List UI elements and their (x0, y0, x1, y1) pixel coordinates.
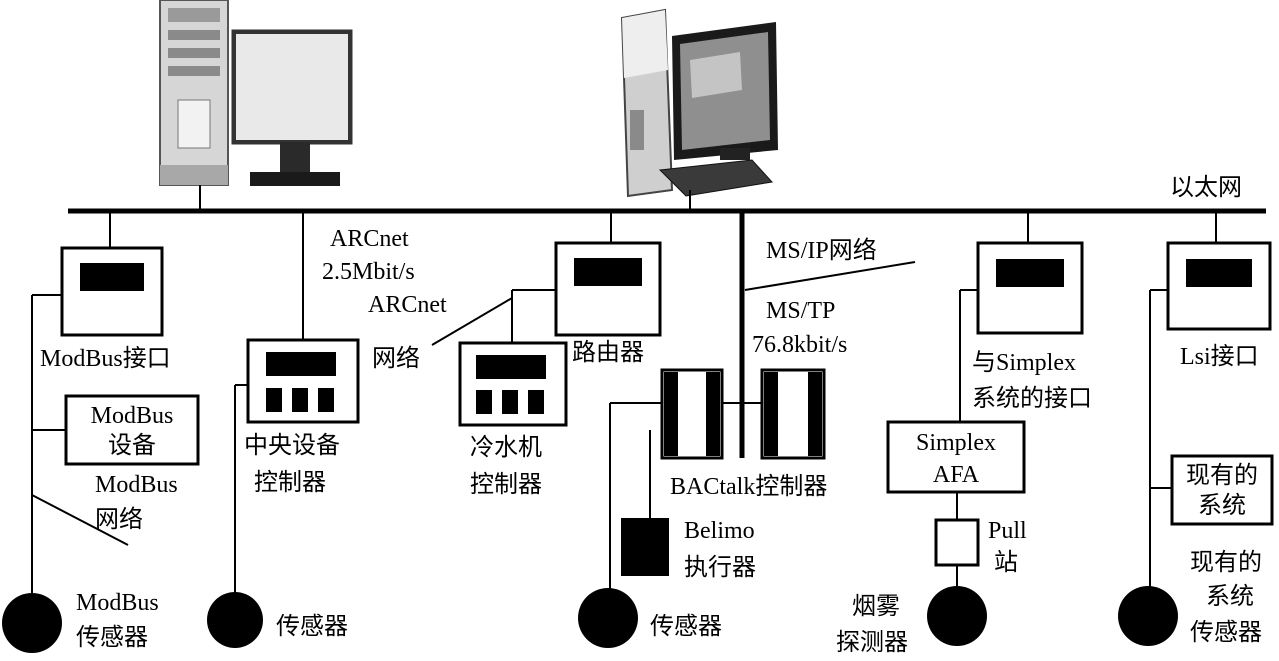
central-branch-lines (234, 211, 304, 592)
existing-system-label-1: 现有的 (1186, 462, 1258, 489)
sensor-icon (2, 593, 62, 653)
simplex-branch-lines (956, 211, 1029, 590)
existing-sensor-label-3: 传感器 (1190, 619, 1262, 646)
sensor-icon (578, 588, 638, 648)
workstation-computer-icon (620, 8, 778, 198)
modbus-branch-lines (31, 211, 129, 598)
simplex-afa-box (886, 420, 1026, 494)
modbus-network-label-2: 网络 (95, 506, 143, 533)
modbus-device-label-2: 设备 (108, 432, 156, 459)
belimo-label: Belimo (684, 518, 755, 544)
modbus-interface-box (60, 246, 164, 337)
existing-system-label-2: 系统 (1198, 492, 1246, 519)
bactalk-controller-right (760, 368, 826, 460)
modbus-network-label-1: ModBus (95, 472, 178, 498)
ethernet-bus (68, 185, 1266, 214)
simplex-afa-label-1: Simplex (916, 430, 996, 456)
ms-tp-label: MS/TP (766, 298, 835, 324)
central-controller-label-1: 中央设备 (244, 432, 340, 459)
ms-tp-lines (609, 211, 916, 590)
controller-box-icon (246, 338, 360, 424)
arcnet-network-label-2: 网络 (372, 345, 420, 372)
controller-box-icon (458, 341, 568, 427)
modbus-device-box (64, 394, 200, 466)
modbus-sensor-label-1: ModBus (76, 590, 159, 616)
arcnet-label: ARCnet (330, 226, 409, 252)
simplex-interface-label-1: 与Simplex (972, 350, 1076, 376)
actuator-icon (621, 518, 669, 576)
server-computer-icon (159, 0, 353, 186)
simplex-interface-label-2: 系统的接口 (972, 385, 1092, 412)
bactalk-controller-label: BACtalk控制器 (670, 473, 827, 500)
smoke-detector-label-2: 探测器 (836, 629, 908, 656)
ms-tp-speed-label: 76.8kbit/s (752, 332, 847, 358)
arcnet-network-label-1: ARCnet (368, 292, 447, 318)
sensor-icon (207, 592, 263, 648)
simplex-afa-label-2: AFA (933, 462, 980, 488)
router-label: 路由器 (572, 339, 644, 366)
existing-sensor-label-1: 现有的 (1190, 549, 1262, 576)
sensor-1-label: 传感器 (276, 613, 348, 640)
lsi-interface-box (1166, 241, 1272, 331)
smoke-detector-label-1: 烟雾 (852, 593, 900, 620)
router-box (554, 241, 662, 337)
ms-ip-label: MS/IP网络 (766, 237, 877, 264)
pull-station-label-2: 站 (994, 549, 1018, 576)
existing-system-box (1170, 454, 1274, 526)
actuator-label: 执行器 (684, 554, 756, 581)
central-controller-label-2: 控制器 (254, 469, 326, 496)
bactalk-controller-left (660, 368, 724, 460)
existing-sensor-label-2: 系统 (1206, 583, 1254, 610)
arcnet-speed-label: 2.5Mbit/s (322, 259, 415, 285)
modbus-device-label-1: ModBus (91, 403, 174, 429)
chiller-controller-label-1: 冷水机 (470, 434, 542, 461)
ethernet-label: 以太网 (1170, 174, 1242, 201)
lsi-interface-label: Lsi接口 (1180, 343, 1259, 370)
simplex-interface-box (976, 241, 1084, 335)
sensor-icon (1118, 586, 1178, 646)
lsi-branch-lines (1149, 211, 1217, 590)
sensor-icon (927, 586, 987, 646)
router-branch-lines (431, 211, 612, 346)
pull-station-box (934, 518, 980, 567)
chiller-controller-label-2: 控制器 (470, 471, 542, 498)
modbus-sensor-label-2: 传感器 (76, 624, 148, 651)
pull-station-label-1: Pull (988, 518, 1027, 544)
modbus-interface-label: ModBus接口 (40, 345, 171, 372)
sensor-2-label: 传感器 (650, 613, 722, 640)
